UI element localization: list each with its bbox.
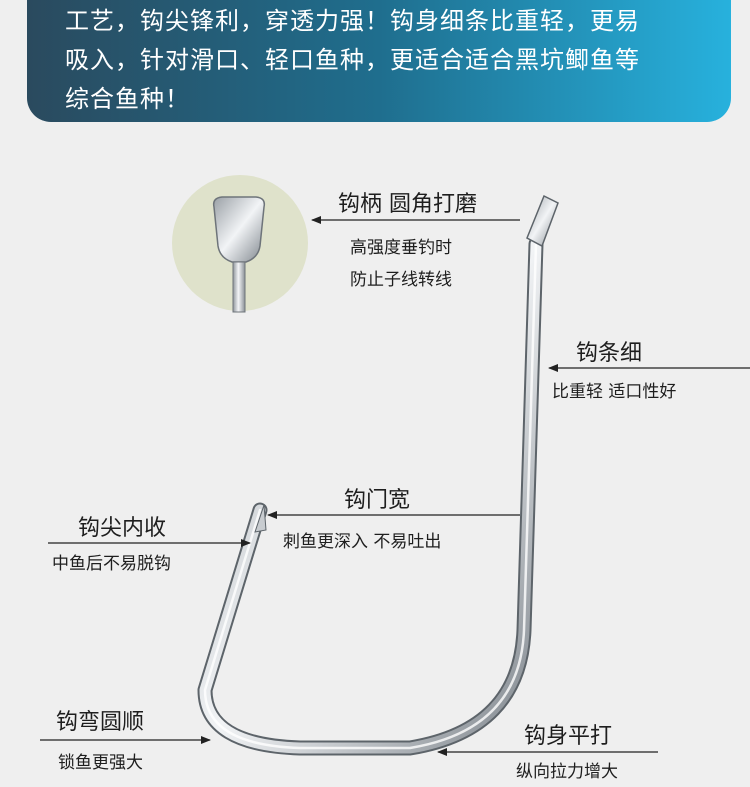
shank-desc-1: 高强度垂钓时 (350, 238, 452, 258)
gap-desc: 刺鱼更深入 不易吐出 (283, 532, 442, 552)
thin-desc: 比重轻 适口性好 (552, 382, 677, 402)
banner-line-3: 综合鱼种！ (65, 85, 190, 113)
point-title: 钩尖内收 (78, 516, 167, 541)
bend-title: 钩弯圆顺 (56, 710, 145, 735)
flat-desc: 纵向拉力增大 (516, 762, 618, 782)
shank-desc-2: 防止子线转线 (350, 270, 452, 290)
banner-line-2: 吸入，针对滑口、轻口鱼种，更适合适合黑坑鲫鱼等 (65, 46, 640, 74)
point-desc: 中鱼后不易脱钩 (52, 554, 171, 574)
shank-title: 钩柄 圆角打磨 (338, 192, 477, 217)
gap-title: 钩门宽 (344, 488, 411, 513)
hook (197, 194, 559, 756)
flat-title: 钩身平打 (524, 724, 613, 749)
description-banner: 工艺，钩尖锋利，穿透力强！钩身细条比重轻，更易 吸入，针对滑口、轻口鱼种，更适合… (27, 0, 731, 122)
thin-title: 钩条细 (576, 341, 643, 366)
bend-desc: 锁鱼更强大 (58, 753, 143, 773)
banner-line-1: 工艺，钩尖锋利，穿透力强！钩身细条比重轻，更易 (65, 7, 640, 35)
shank-detail-circle (172, 175, 308, 313)
